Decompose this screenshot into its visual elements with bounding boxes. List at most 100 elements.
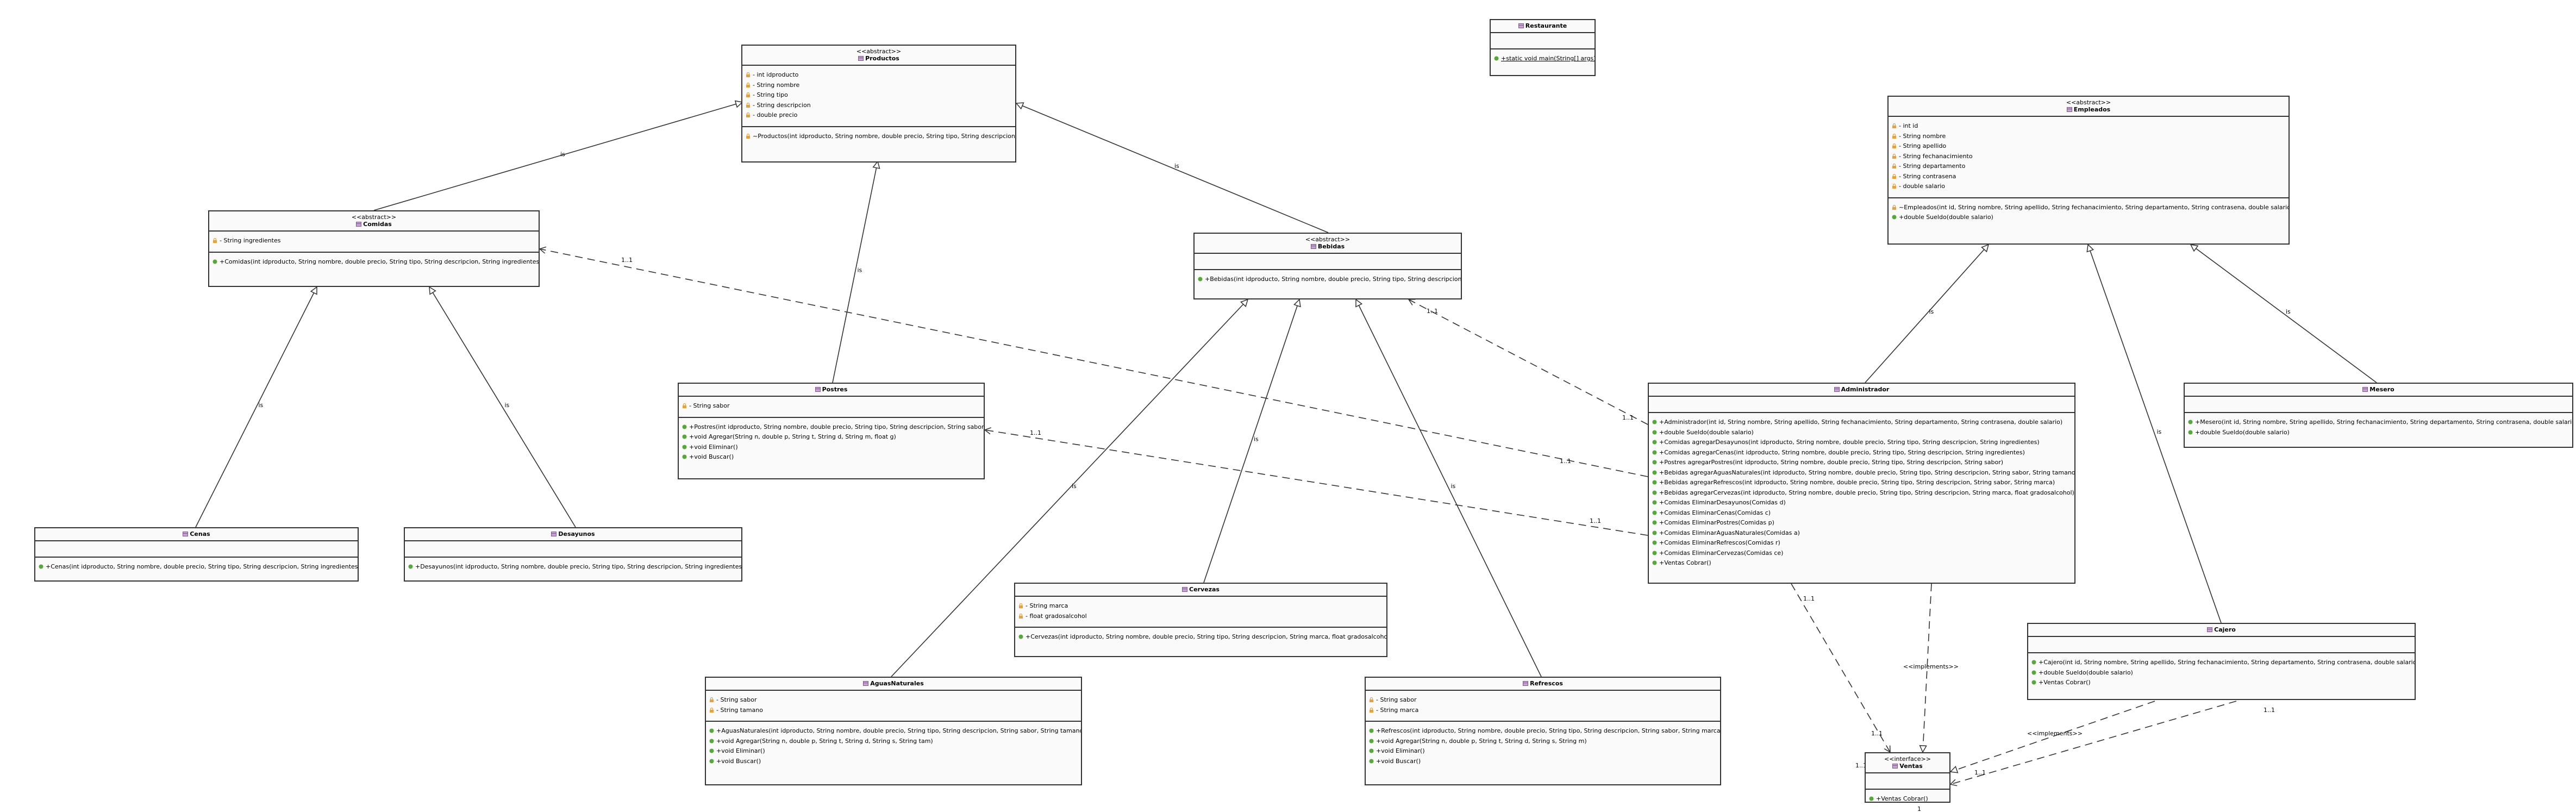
class-stereotype: <<abstract>> [351,214,397,221]
operation-row: ~Empleados(int id, String nombre, String… [1892,203,2289,213]
class-bebidas[interactable]: <<abstract>>Bebidas+Bebidas(int idproduc… [1193,233,1462,299]
private-field-icon [1892,122,1897,128]
operation-row: +Comidas EliminarPostres(Comidas p) [1652,518,2071,528]
class-icon [1892,764,1898,769]
operation-row: +double Sueldo(double salario) [1652,428,2071,438]
private-field-icon [1892,152,1897,159]
class-name: AguasNaturales [870,680,924,687]
class-icon [858,56,864,61]
inheritance-label: is [1929,308,1934,315]
public-method-icon [2031,658,2036,665]
class-restaurante[interactable]: Restaurante+static void main(String[] ar… [1490,19,1596,76]
multiplicity-label: 1..1 [1560,458,1571,465]
public-method-icon [2031,669,2036,674]
class-cajero[interactable]: Cajero+Cajero(int id, String nombre, Str… [2027,623,2416,700]
operation-text: +Comidas(int idproducto, String nombre, … [220,258,540,265]
inheritance-label: is [2286,308,2291,315]
class-name: Cervezas [1189,586,1220,593]
attribute-compartment [1491,33,1595,49]
public-method-icon [1652,559,1657,565]
class-icon [183,532,189,536]
private-field-icon [746,111,751,117]
generalization-arrowhead [1981,243,1990,253]
operation-row: +Bebidas agregarAguasNaturales(int idpro… [1652,468,2074,478]
public-method-icon [1892,213,1897,220]
operation-compartment: +Administrador(int id, String nombre, St… [1649,413,2074,573]
association-edge [984,429,1648,536]
inheritance-label: is [1174,163,1179,170]
generalization-arrowhead [1919,745,1927,753]
attribute-compartment: - int id- String nombre- String apellido… [1889,117,2289,198]
public-method-icon [1652,478,1657,485]
attribute-row: - String marca [1369,705,1717,716]
public-method-icon [1652,519,1657,525]
attribute-text: - String tamano [716,706,764,714]
public-method-icon [2031,678,2036,685]
class-cenas[interactable]: Cenas+Cenas(int idproducto, String nombr… [34,527,359,582]
attribute-row: - String fechanacimiento [1892,152,2285,162]
multiplicity-label: 1..1 [2264,707,2275,714]
class-cervezas[interactable]: Cervezas - String marca- float gradosalco… [1014,583,1387,657]
class-administrador[interactable]: Administrador+Administrador(int id, Stri… [1648,383,2075,584]
class-empleados[interactable]: <<abstract>>Empleados- int id- String no… [1887,96,2290,245]
public-method-icon [1369,757,1374,763]
inheritance-edge [2087,244,2222,623]
class-mesero[interactable]: Mesero+Mesero(int id, String nombre, Str… [2184,383,2573,448]
inheritance-edge [1016,103,1329,233]
attribute-compartment [405,541,741,558]
class-desayunos[interactable]: Desayunos+Desayunos(int idproducto, Stri… [404,527,742,582]
private-field-icon [746,101,751,108]
class-header: <<abstract>>Comidas [209,211,539,232]
operation-text: +void Agregar(String n, double p, String… [689,433,896,440]
operation-text: ~Empleados(int id, String nombre, String… [1899,203,2290,211]
attribute-text: - int id [1899,122,1918,129]
class-name: Desayunos [558,530,595,538]
operation-row: +Postres(int idproducto, String nombre, … [682,422,984,433]
attribute-text: - String tipo [753,91,788,98]
operation-text: +AguasNaturales(int idproducto, String n… [716,727,1082,734]
attribute-row: - String descripcion [746,101,1012,111]
class-stereotype: <<interface>> [1884,755,1931,763]
operation-text: +Comidas EliminarCervezas(Comidas ce) [1659,549,1784,557]
operation-row: +Comidas agregarCenas(int idproducto, St… [1652,448,2071,458]
class-name: Comidas [363,221,392,228]
attribute-compartment [1195,254,1461,270]
public-method-icon [1652,529,1657,535]
attribute-row: - double salario [1892,182,2285,192]
operation-row: ~Productos(int idproducto, String nombre… [746,132,1015,142]
realization-edge [1922,583,1932,753]
operation-compartment: +Mesero(int id, String nombre, String ap… [2185,413,2572,442]
public-method-icon [682,443,687,449]
attribute-compartment: - String marca- float gradosalcohol [1015,597,1386,628]
class-aguasnaturales[interactable]: AguasNaturales- String sabor- String tam… [705,677,1082,785]
operation-text: +Comidas EliminarRefrescos(Comidas r) [1659,539,1780,546]
attribute-row: - String nombre [1892,132,2285,142]
operation-compartment: +Bebidas(int idproducto, String nombre, … [1195,270,1461,289]
operation-text: +Postres agregarPostres(int idproducto, … [1659,459,2004,466]
generalization-arrowhead [2190,244,2199,252]
public-method-icon [1652,549,1657,555]
public-method-icon [709,757,714,763]
generalization-arrowhead [2086,243,2094,253]
operation-row: +Comidas EliminarDesayunos(Comidas d) [1652,498,2071,508]
class-icon [1523,681,1529,686]
class-name: Empleados [2073,106,2111,113]
public-method-icon [1652,489,1657,495]
public-method-icon [709,747,714,753]
public-method-icon [212,258,217,264]
inheritance-label: is [1072,483,1077,490]
attribute-row: - String tipo [746,90,1012,101]
class-productos[interactable]: <<abstract>>Productos- int idproducto- S… [741,45,1016,163]
attribute-text: - String departamento [1899,163,1966,170]
multiplicity-label: 1..1 [1871,730,1883,737]
operation-row: +Bebidas(int idproducto, String nombre, … [1198,274,1461,285]
class-refrescos[interactable]: Refrescos- String sabor- String marca+Re… [1365,677,1721,785]
class-postres[interactable]: Postres- String sabor+Postres(int idprod… [678,383,985,479]
class-ventas[interactable]: <<interface>>Ventas+Ventas Cobrar() [1865,752,1950,803]
inheritance-label: is [259,402,264,409]
public-method-icon [682,433,687,439]
class-comidas[interactable]: <<abstract>>Comidas- String ingredientes… [208,210,540,287]
inheritance-label: is [858,267,862,274]
public-method-icon [2188,418,2193,424]
generalization-arrowhead [429,286,436,295]
